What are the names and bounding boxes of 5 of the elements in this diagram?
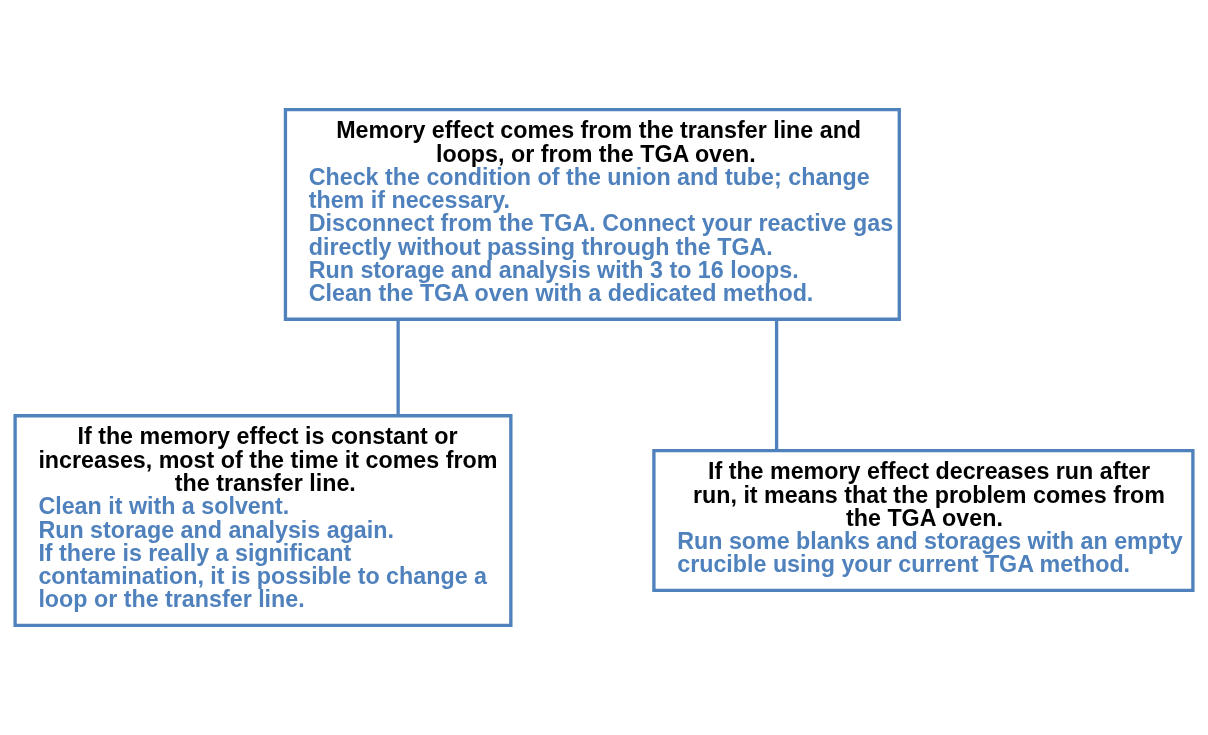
node-box: If the memory effect is constant or increases, most of the time it comes from the transfer line. Clean it with a solvent. Run storage and analysis again. If there is really a significant contamination, it is possible to change a loop or the transfer line. [13,414,513,627]
connector [774,319,779,451]
node-box: If the memory effect decreases run after run, it means that the problem comes from the TGA oven. Run some blanks and storages with an empty crucible using your current TGA method. [652,449,1195,593]
connector [396,319,400,416]
node-box: Memory effect comes from the transfer line and loops, or from the TGA oven. Check the condition of the union and tube; change them if necessary. Disconnect from the TGA. Connect your reactive gas directly without passing through the TGA. Run storage and analysis with 3 to 16 loops. Clean the TGA oven with a dedicated method. [283,108,901,321]
